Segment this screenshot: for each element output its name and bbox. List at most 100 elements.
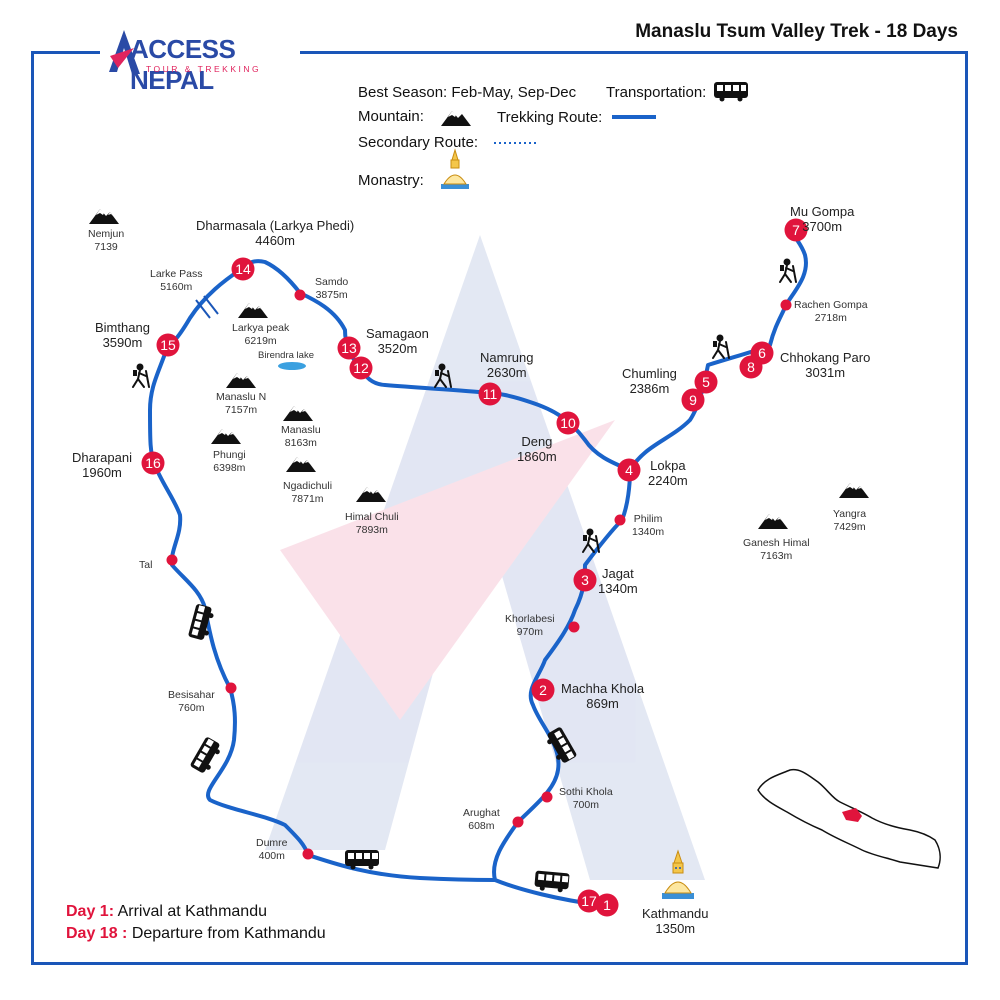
waypoint-dot [166,554,178,566]
waypoint-dot [568,621,580,633]
day-marker-2: 2 [531,678,555,702]
map-frame [31,51,968,965]
legend-transportation: Transportation: [606,84,707,101]
mountain-icon [286,457,316,472]
day-marker-4: 4 [617,458,641,482]
day-marker-label: 12 [353,360,369,376]
day-marker-label: 17 [581,893,597,909]
logo-text: ACCESS NEPAL [130,34,236,95]
day-marker-label: 14 [235,261,251,277]
day-marker-15: 15 [156,333,180,357]
legend-trekking-route: Trekking Route: [497,109,603,126]
day-marker-7: 7 [784,218,808,242]
day-marker-17: 17 [577,889,601,913]
waypoint-dot [512,816,524,828]
waypoint-dot [294,289,306,301]
waypoint-dot [541,791,553,803]
access-nepal-logo: ACCESS NEPAL TOUR & TREKKING [100,22,300,95]
day-marker-10: 10 [556,411,580,435]
bus-icon [345,850,379,870]
mountain-icon [238,303,268,318]
footer-day-1: Day 1: Arrival at Kathmandu [66,903,267,920]
logo-subtext: TOUR & TREKKING [146,64,262,74]
day-marker-3: 3 [573,568,597,592]
mountain-icon [356,487,386,502]
kathmandu-stupa-icon [662,849,694,899]
day-marker-13: 13 [337,336,361,360]
label-tal: Tal [139,559,153,571]
nepal-inset-highlight [842,808,862,822]
legend-mountain: Mountain: [358,108,424,125]
map-title: Manaslu Tsum Valley Trek - 18 Days [631,21,962,43]
hiker-icon [779,258,797,283]
mountain-icon [758,514,788,529]
legend-mountain-icon [441,111,471,126]
waypoint-dot [225,682,237,694]
hiker-icon [712,334,730,359]
day-marker-label: 13 [341,340,357,356]
day-marker-label: 3 [581,572,589,588]
day-marker-label: 5 [702,374,710,390]
watermark-logo [265,235,705,880]
day-marker-label: 8 [747,359,755,375]
hiker-icon [132,363,150,388]
day-marker-label: 1 [603,897,611,913]
hiker-icon [582,528,600,553]
label-birendra-lake: Birendra lake [258,350,314,361]
day-marker-11: 11 [478,382,502,406]
mountain-icon [839,483,869,498]
label-dharmasala: Dharmasala (Larkya Phedi)4460m [196,218,355,248]
day-marker-5: 5 [694,370,718,394]
day-marker-label: 11 [483,386,498,402]
bus-icon [188,604,214,640]
mountain-icon [89,209,119,224]
day-marker-label: 4 [625,462,633,478]
day-marker-8: 8 [739,355,763,379]
trekking-route-west [148,259,632,882]
legend-season: Best Season: Feb-May, Sep-Dec [358,84,577,101]
day-marker-label: 15 [160,337,176,353]
day-marker-12: 12 [349,356,373,380]
day-marker-label: 2 [539,682,547,698]
hiker-icon [434,363,452,388]
legend-secondary-route: Secondary Route: [358,134,479,151]
waypoint-dot [302,848,314,860]
legend-bus-icon [714,82,748,102]
day-marker-label: 16 [145,455,161,471]
bus-icon [190,737,220,773]
pass-crossing-icon [195,295,219,319]
legend-monastery: Monastry: [358,172,424,189]
logo-mark-icon [109,30,140,74]
mountain-icon [211,429,241,444]
mountain-icon [226,373,256,388]
waypoint-dot [780,299,792,311]
bus-icon [534,870,570,893]
